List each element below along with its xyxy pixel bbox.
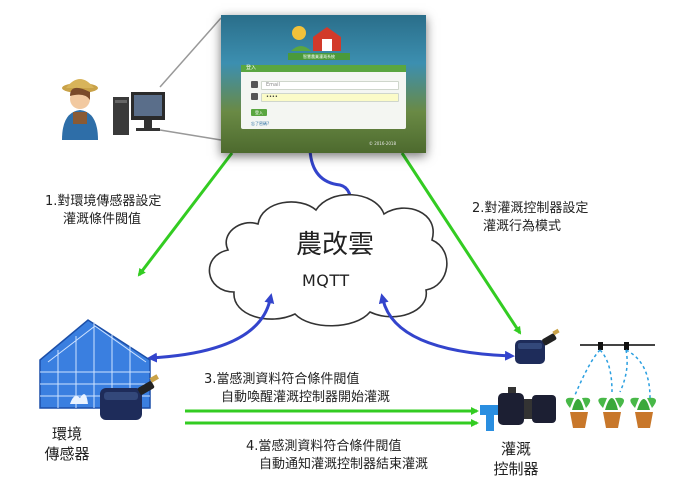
step3-line2: 自動喚醒灌溉控制器開始灌溉 — [221, 390, 391, 405]
password-field[interactable]: •••• — [261, 93, 399, 102]
login-screenshot: 智慧農業灌溉系統 登入 Email •••• 登入 忘了密碼? © 2016-2… — [221, 15, 426, 153]
arrow-to-sensor — [137, 152, 234, 277]
step1-line2: 灌溉條件閥值 — [63, 212, 142, 227]
login-panel-title: 登入 — [246, 65, 257, 71]
email-field[interactable]: Email — [261, 81, 399, 90]
arrow-cloud-sensor — [147, 293, 275, 363]
desktop-computer-icon — [113, 92, 165, 135]
sensor-label-line1: 環境 — [51, 425, 82, 443]
login-banner-text: 智慧農業灌溉系統 — [288, 53, 350, 60]
cloud-icon — [208, 193, 448, 327]
step2-line2: 灌溉行為模式 — [483, 219, 562, 234]
connector-line-top — [159, 17, 222, 88]
plant-icon — [565, 397, 656, 428]
sensor-label-line2: 傳感器 — [44, 445, 90, 463]
email-placeholder: Email — [266, 82, 280, 88]
forgot-password-link[interactable]: 忘了密碼? — [251, 121, 270, 126]
farmer-icon — [62, 79, 98, 140]
step3-line1: 3.當感測資料符合條件閥值 — [204, 372, 360, 387]
farm-house-logo-icon — [291, 26, 341, 51]
email-icon — [251, 81, 258, 88]
connector-line-bottom — [159, 129, 222, 141]
sensor-device-icon — [100, 374, 159, 420]
water-pump-icon — [480, 387, 556, 431]
step2-line1: 2.對灌溉控制器設定 — [472, 201, 589, 216]
step4-line1: 4.當感測資料符合條件閥值 — [246, 439, 402, 454]
lock-icon — [251, 93, 258, 100]
cloud-title: 農改雲 — [296, 230, 375, 260]
cloud-subtitle: MQTT — [302, 271, 350, 290]
arrow-cloud-controller — [378, 293, 515, 361]
login-footer: © 2016-2018 — [368, 141, 396, 146]
controller-label-line2: 控制器 — [493, 460, 539, 478]
login-panel-header — [241, 65, 406, 72]
login-button[interactable]: 登入 — [251, 109, 267, 116]
password-value: •••• — [266, 94, 278, 100]
step4-line2: 自動通知灌溉控制器結束灌溉 — [259, 457, 429, 472]
sprinkler-icon — [574, 342, 655, 399]
step1-line1: 1.對環境傳感器設定 — [45, 194, 162, 209]
controller-label-line1: 灌溉 — [500, 440, 531, 458]
controller-device-icon — [515, 328, 560, 364]
